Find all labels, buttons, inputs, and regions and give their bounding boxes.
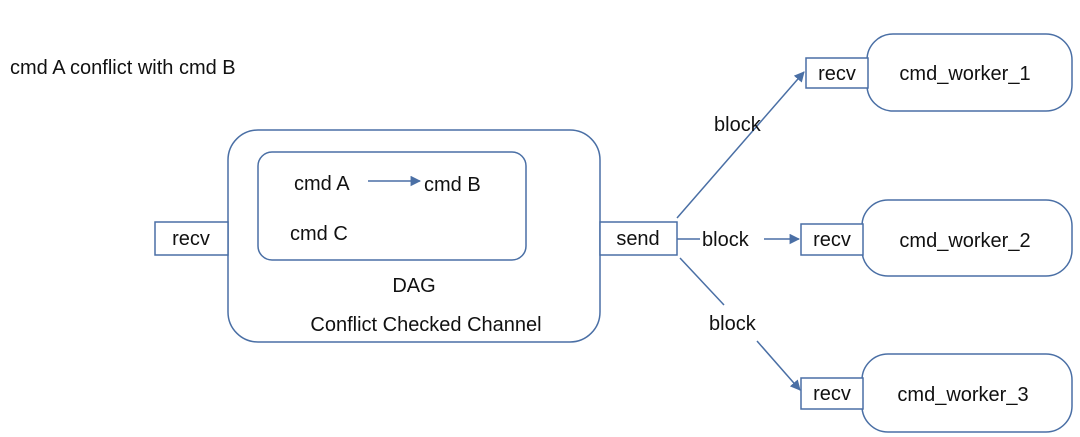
worker-1-recv-label: recv	[818, 63, 856, 85]
edge-label-block-middle: block	[702, 229, 750, 251]
worker-3-recv-port	[800, 377, 864, 410]
worker-3-recv-label: recv	[813, 383, 851, 405]
worker-1-name: cmd_worker_1	[899, 63, 1030, 85]
dag-node-cmd-c: cmd C	[290, 223, 348, 245]
dag-label: DAG	[392, 275, 435, 297]
diagram-caption: cmd A conflict with cmd B	[10, 57, 236, 79]
worker-3-name: cmd_worker_3	[897, 384, 1028, 406]
channel-recv-port	[154, 221, 229, 256]
channel-recv-label: recv	[172, 228, 210, 250]
edge-send-to-worker-3-start	[679, 257, 725, 306]
edge-label-block-top: block	[714, 114, 762, 136]
edge-label-block-bottom: block	[709, 313, 757, 335]
worker-2-recv-port	[800, 223, 864, 256]
worker-1-recv-port	[805, 57, 869, 89]
worker-2-recv-label: recv	[813, 229, 851, 251]
edge-send-to-worker-1	[676, 71, 805, 219]
worker-2-name: cmd_worker_2	[899, 230, 1030, 252]
dag-node-cmd-b: cmd B	[424, 174, 481, 196]
dag-box	[257, 151, 527, 261]
channel-send-label: send	[616, 228, 659, 250]
channel-container	[227, 129, 601, 343]
edge-send-to-worker-3	[756, 340, 801, 391]
dag-node-cmd-a: cmd A	[294, 173, 350, 195]
channel-title: Conflict Checked Channel	[310, 314, 541, 336]
